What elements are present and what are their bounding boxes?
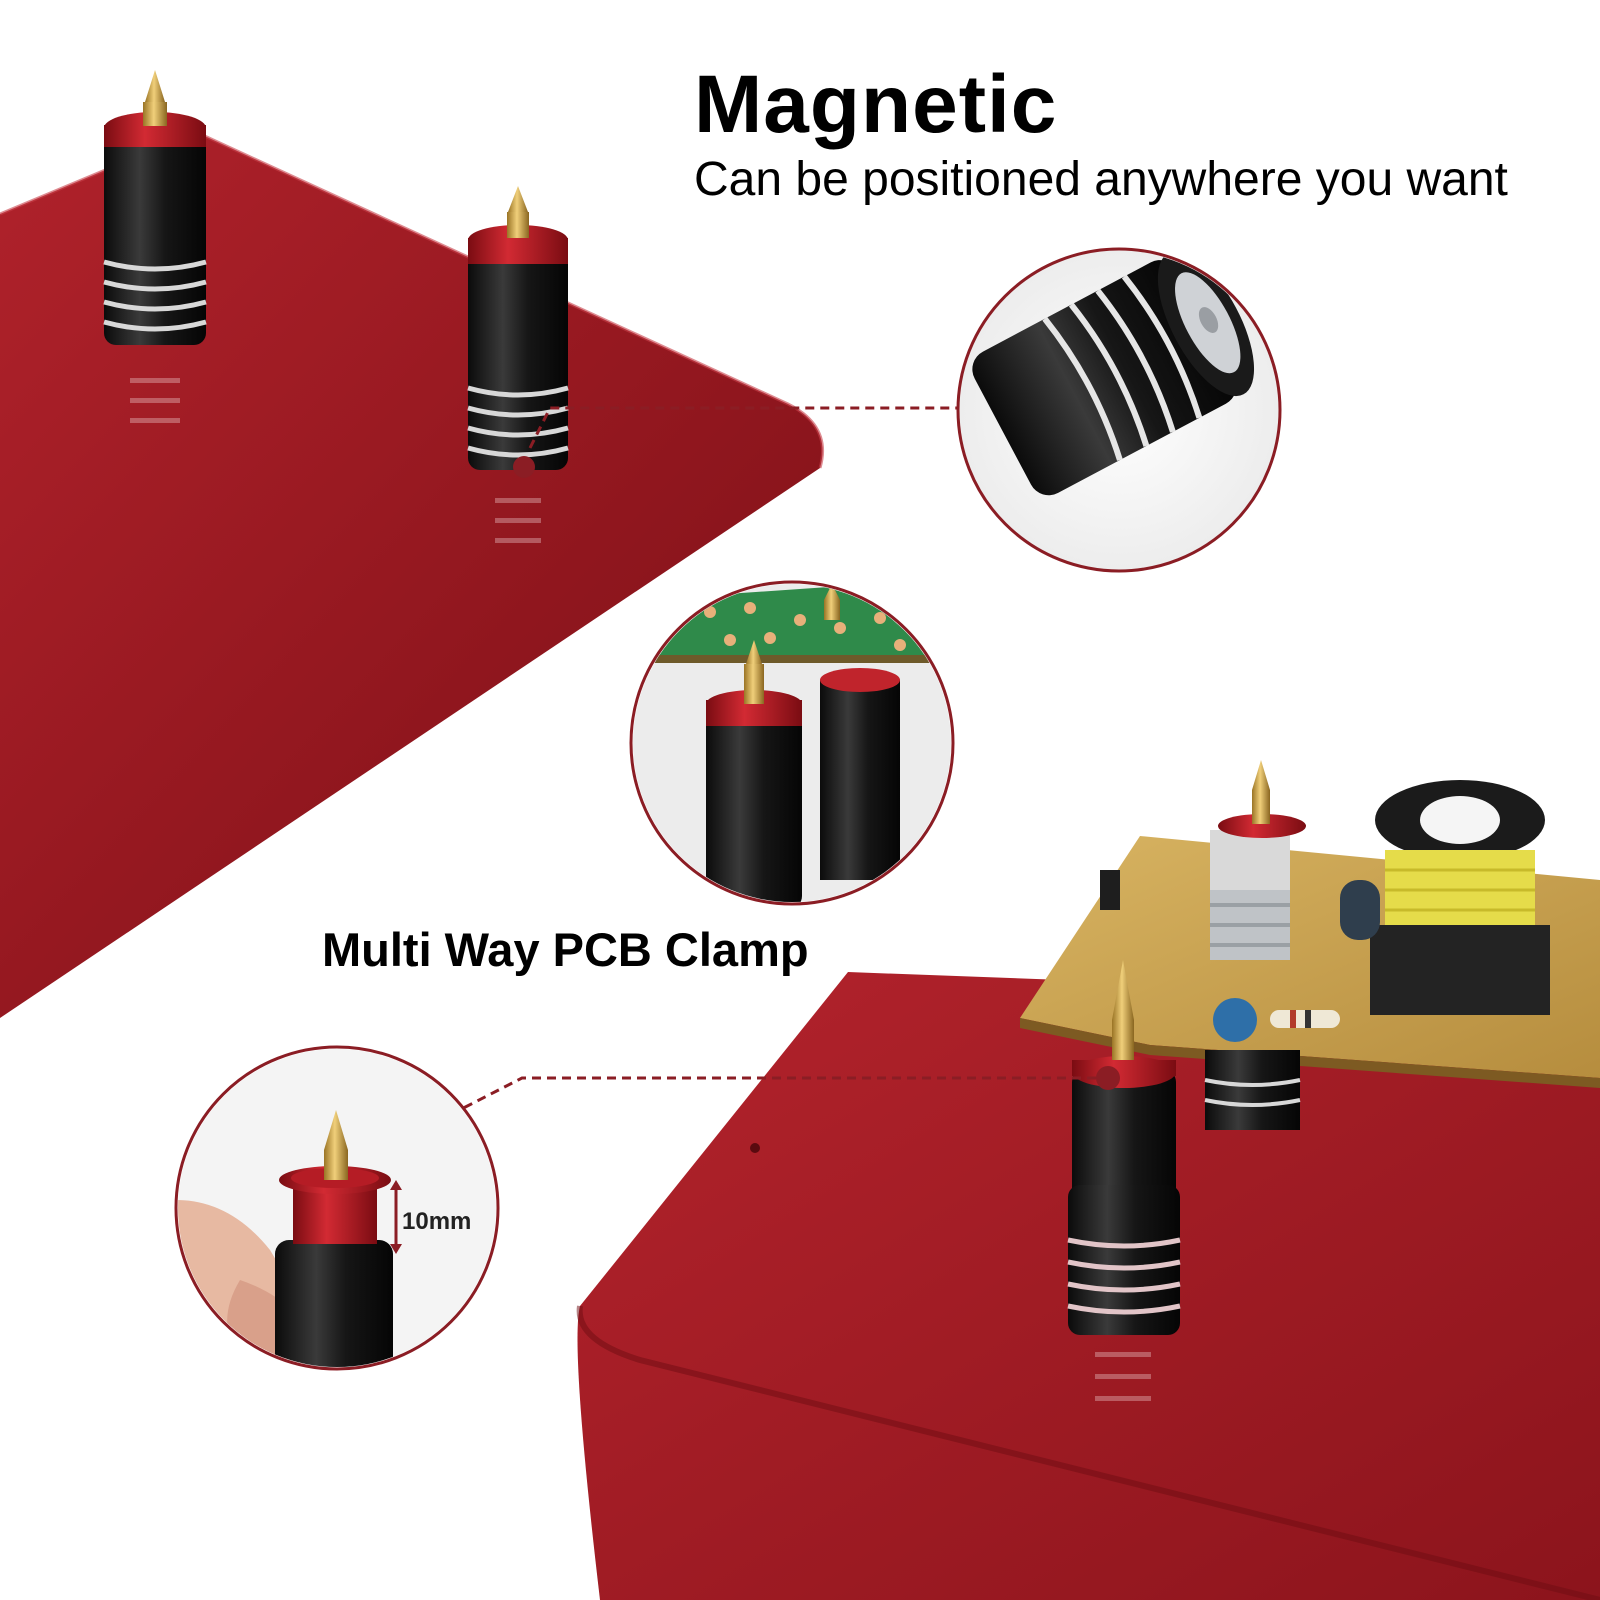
clamp-post-right xyxy=(467,186,569,470)
red-base-plate-top xyxy=(0,132,823,1018)
plate-hole xyxy=(750,1143,760,1153)
headline-subtitle: Can be positioned anywhere you want xyxy=(694,153,1508,206)
clamp-post-left xyxy=(103,70,207,345)
dimension-label: 10mm xyxy=(402,1208,472,1235)
callout-line-bottom xyxy=(439,1076,1096,1122)
callout-marker-top xyxy=(513,456,535,478)
clamp-label: Multi Way PCB Clamp xyxy=(322,923,809,976)
clamp-post-rear xyxy=(1204,760,1306,1130)
zoom-circle-height-detail xyxy=(174,1045,500,1371)
pcb-board xyxy=(1020,780,1600,1088)
callout-line-top xyxy=(528,406,958,449)
headline-title: Magnetic xyxy=(694,59,1058,150)
zoom-circle-magnet-base xyxy=(956,247,1282,573)
zoom-circle-pcb-hold xyxy=(629,580,955,906)
callout-marker-bottom xyxy=(1096,1066,1120,1090)
